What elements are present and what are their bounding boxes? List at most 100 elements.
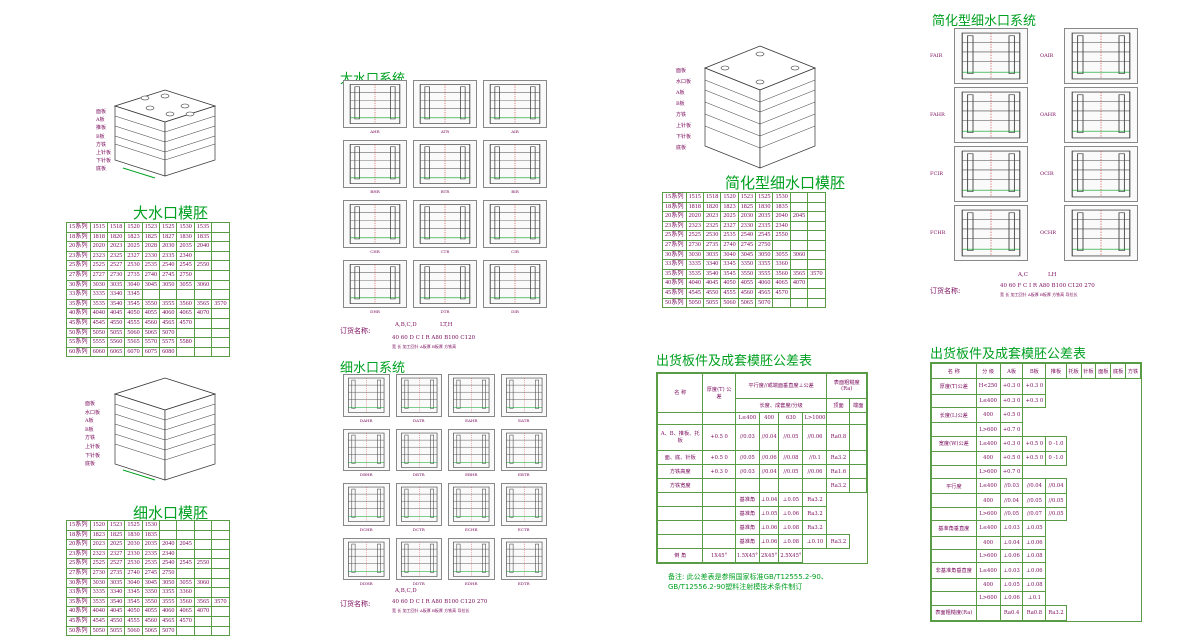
order-sub: 宽 长 加工回针 A板厚 B板厚 方铁高 导拉长 <box>1000 292 1078 297</box>
table-cell <box>193 539 213 550</box>
system-label: ATR <box>440 129 450 134</box>
system-thumbnail: DHR <box>343 260 407 314</box>
system-label: DDTR <box>412 581 425 586</box>
table-cell: 3550 <box>737 268 757 280</box>
table-cell <box>772 297 791 309</box>
table-cell: 20系列 <box>66 539 91 550</box>
system-thumbnail: DDHR <box>343 537 390 586</box>
table-cell: 3535 <box>685 268 704 280</box>
table-cell: 3355 <box>159 587 178 598</box>
table-cell: 3340 <box>702 259 722 270</box>
table-cell <box>211 317 230 329</box>
order-label: 订货名称: <box>340 327 371 335</box>
table-cell: 4550 <box>106 317 126 329</box>
table-cell: 4555 <box>720 287 739 299</box>
system-label: EAHR <box>465 417 478 423</box>
table-cell: 30系列 <box>66 279 91 291</box>
table-cell: 1835 <box>193 231 213 243</box>
table-cell <box>211 327 230 339</box>
table-cell: 2030 <box>737 211 757 222</box>
table-cell: 3355 <box>755 259 774 270</box>
table-cell: 3060 <box>193 577 213 589</box>
table-cell: 2035 <box>141 539 161 550</box>
system-label: DAHR <box>359 417 373 423</box>
table-cell: 3060 <box>193 279 213 291</box>
table-cell: 3550 <box>141 596 161 608</box>
table-cell: 3570 <box>211 298 230 310</box>
table-cell: 1827 <box>159 231 178 243</box>
system-label: BTR <box>440 189 450 194</box>
table-cell: 3360 <box>176 587 195 598</box>
system-thumbnail: EAHR <box>448 374 495 423</box>
table-cell: 5570 <box>141 337 161 348</box>
table-cell: 2740 <box>720 239 739 251</box>
table-cell: 4565 <box>159 615 178 627</box>
part-label: 上针板 <box>676 123 692 129</box>
table-cell <box>807 287 826 299</box>
table-cell: 3545 <box>124 596 143 608</box>
table-cell: 6060 <box>89 346 108 358</box>
table-cell: 3050 <box>755 249 774 261</box>
fine-gate-system-title: 细水口系统 <box>340 361 406 376</box>
system-thumbnail: EDTR <box>500 537 547 586</box>
table-cell: 4070 <box>789 278 809 289</box>
table-cell: 40系列 <box>662 278 687 289</box>
system-label: ECHR <box>465 526 478 532</box>
table-cell: 18系列 <box>66 529 91 541</box>
system-thumbnail: AHR <box>343 80 407 134</box>
table-cell: 6065 <box>106 346 126 358</box>
part-label: 方铁 <box>85 435 96 442</box>
table-cell: 4045 <box>106 606 126 617</box>
system-label: DIR <box>511 309 519 314</box>
table-cell <box>193 520 213 531</box>
system-label: DDHR <box>359 581 373 586</box>
table-cell: 1818 <box>685 201 704 213</box>
system-thumbnail: DTR <box>413 260 477 314</box>
table-cell: 2550 <box>772 230 791 241</box>
table-row: L>600+0.7 0 <box>931 464 1141 480</box>
tolerance-left-title: 出货板件及成套模胚公差表 <box>656 354 813 369</box>
table-cell: 1830 <box>755 201 774 213</box>
system-thumbnail <box>1064 205 1138 261</box>
table-row: L>600+0.7 0 <box>931 422 1141 437</box>
table-cell: 45系列 <box>662 287 687 299</box>
table-cell <box>176 567 195 579</box>
table-cell <box>159 289 178 300</box>
table-cell: 35系列 <box>662 268 687 280</box>
table-cell: 4060 <box>159 606 178 617</box>
table-cell: 6070 <box>124 346 143 358</box>
system-thumbnail: EATR <box>500 374 547 423</box>
table-cell: 1825 <box>737 201 757 213</box>
table-cell: 40系列 <box>66 308 91 319</box>
table-row: 400⊥0.04⊥0.06 <box>931 535 1141 550</box>
table-cell: 3555 <box>755 268 774 280</box>
table-cell: 4545 <box>89 317 108 329</box>
table-cell: 3335 <box>685 259 704 270</box>
table-cell <box>807 211 826 222</box>
system-thumbnail <box>954 28 1028 84</box>
table-cell: 3535 <box>89 596 108 608</box>
table-cell: 2535 <box>141 260 161 271</box>
table-cell: 2745 <box>159 269 178 281</box>
table-cell: 3035 <box>702 249 722 261</box>
table-cell: 2540 <box>159 558 178 569</box>
fine-gate-part-labels: 面板 水口板 A板 B板 方铁 上针板 下针板 底板 <box>85 400 100 469</box>
system-label: EBHR <box>465 472 478 477</box>
table-cell: 5060 <box>124 327 143 339</box>
